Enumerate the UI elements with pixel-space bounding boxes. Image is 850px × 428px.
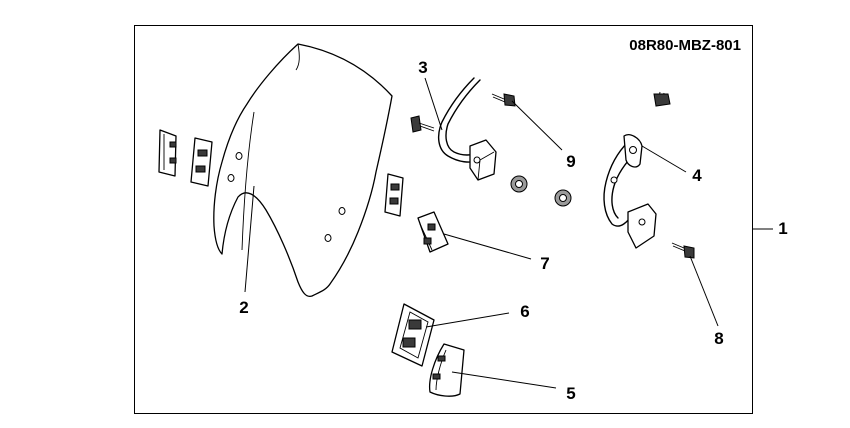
callout-4: 4 <box>692 166 702 185</box>
diagram-frame <box>134 25 753 414</box>
callout-2: 2 <box>239 298 248 317</box>
leader-7 <box>443 233 532 260</box>
bolt-8-part <box>671 242 695 259</box>
callout-5: 5 <box>566 384 575 403</box>
windscreen-part <box>213 43 393 298</box>
spacer-plate-part <box>384 173 404 217</box>
leader-6 <box>425 312 510 328</box>
left-stay-part <box>437 77 497 181</box>
leader-2 <box>244 185 255 293</box>
leader-5 <box>451 371 557 389</box>
leader-3 <box>424 77 443 131</box>
part-code: 08R80-MBZ-801 <box>629 37 741 54</box>
rubber-block-5-part <box>428 343 465 397</box>
mount-pad-7-part <box>417 211 449 253</box>
callout-9: 9 <box>566 152 575 171</box>
bolt-top-right-part <box>653 91 671 107</box>
callout-6: 6 <box>520 302 529 321</box>
leader-4 <box>641 145 687 173</box>
bolt-9-part <box>491 93 516 107</box>
leader-8 <box>689 255 719 327</box>
mount-plate-6-part <box>391 303 435 367</box>
bolt-left-part <box>410 115 435 133</box>
nut-part <box>554 189 572 207</box>
left-pad-part <box>158 129 177 177</box>
left-bracket-plate-part <box>190 137 213 187</box>
callout-3: 3 <box>418 58 427 77</box>
right-stay-part <box>603 134 657 249</box>
leader-9 <box>511 100 563 151</box>
callout-1: 1 <box>778 219 787 238</box>
callout-8: 8 <box>714 329 723 348</box>
nut-part <box>510 175 528 193</box>
callout-7: 7 <box>540 254 549 273</box>
